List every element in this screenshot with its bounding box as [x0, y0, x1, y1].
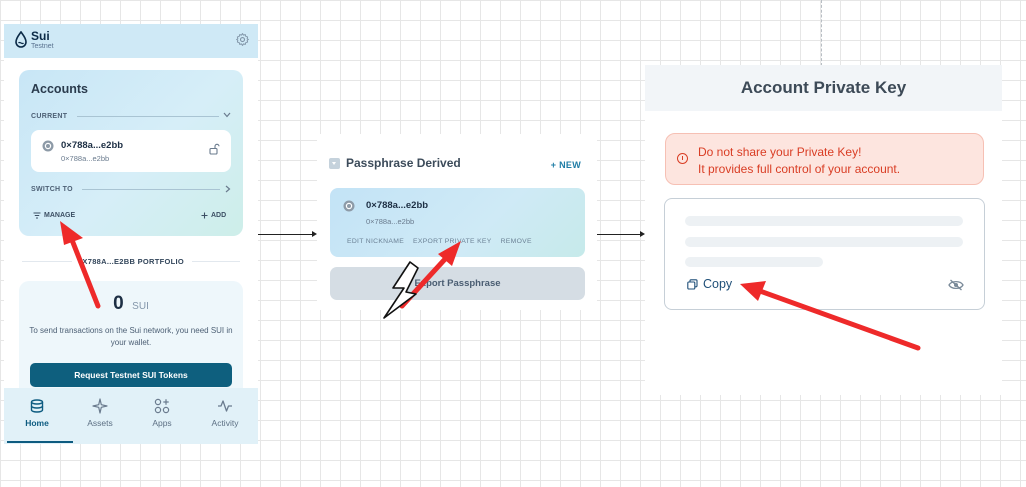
guide-line [821, 0, 822, 66]
accounts-title: Accounts [31, 82, 88, 96]
export-private-key-link[interactable]: EXPORT PRIVATE KEY [413, 238, 492, 245]
active-tab-indicator [7, 441, 73, 443]
account-address: 0×788a...e2bb [61, 140, 124, 151]
sparkle-icon [92, 398, 108, 414]
page-title: Account Private Key [740, 78, 907, 97]
collapse-toggle-icon[interactable] [329, 157, 340, 169]
eye-off-icon[interactable] [948, 279, 964, 291]
balance-value: 0 [113, 293, 124, 314]
nav-label: Apps [152, 418, 172, 428]
info-icon [677, 153, 688, 164]
balance-note: To send transactions on the Sui network,… [29, 326, 233, 347]
accounts-card: Accounts CURRENT 0×788a...e2bb 0×788a...… [19, 70, 243, 236]
manage-label: MANAGE [44, 212, 76, 219]
passphrase-title: Passphrase Derived [346, 156, 461, 170]
private-key-header: Account Private Key [645, 65, 1002, 111]
sui-drop-icon [15, 31, 27, 48]
warning-line1: Do not share your Private Key! [698, 145, 862, 159]
divider [22, 261, 72, 262]
nav-activity[interactable]: Activity [194, 398, 256, 428]
hidden-key-placeholder [685, 257, 823, 267]
nav-apps[interactable]: Apps [131, 398, 193, 428]
private-key-box: Copy [664, 198, 985, 310]
flow-connector [258, 234, 314, 235]
switch-to-label: SWITCH TO [31, 186, 73, 193]
edit-nickname-link[interactable]: EDIT NICKNAME [347, 238, 405, 245]
manage-button[interactable]: MANAGE [33, 212, 75, 219]
portfolio-label: 0X788A...E2BB PORTFOLIO [77, 257, 185, 266]
hidden-key-placeholder [685, 237, 963, 247]
add-account-button[interactable]: ADD [201, 212, 226, 219]
divider [82, 189, 220, 190]
nav-label: Assets [87, 418, 113, 428]
nav-label: Home [25, 418, 49, 428]
chevron-down-icon[interactable] [223, 112, 231, 118]
passphrase-account-card[interactable]: 0×788a...e2bb 0×788a...e2bb EDIT NICKNAM… [330, 188, 585, 257]
activity-icon [218, 400, 232, 412]
wallet-header: Sui Testnet [4, 24, 258, 58]
arrowhead-icon [312, 231, 317, 237]
export-passphrase-button[interactable]: Export Passphrase [330, 267, 585, 300]
warning-line2: It provides full control of your account… [698, 162, 901, 176]
copy-label: Copy [703, 277, 733, 291]
private-key-panel: Account Private Key Do not share your Pr… [645, 65, 1002, 395]
flow-connector [597, 234, 642, 235]
current-label: CURRENT [31, 113, 68, 120]
add-label: ADD [211, 212, 227, 219]
unlock-icon[interactable] [209, 143, 220, 155]
nav-label: Activity [211, 418, 239, 428]
new-account-button[interactable]: + NEW [550, 160, 581, 170]
account-address-sub: 0×788a...e2bb [61, 154, 110, 163]
divider [192, 261, 240, 262]
current-account-item[interactable]: 0×788a...e2bb 0×788a...e2bb [31, 130, 231, 172]
bottom-nav: Home Assets Apps Activity [4, 388, 258, 444]
chevron-right-icon[interactable] [225, 185, 231, 193]
warning-banner: Do not share your Private Key! It provid… [665, 133, 984, 185]
passphrase-panel: Passphrase Derived + NEW 0×788a...e2bb 0… [317, 134, 597, 310]
copy-icon [687, 278, 698, 290]
gear-icon[interactable] [235, 32, 250, 47]
network-label: Testnet [31, 43, 54, 50]
balance: 0 SUI [19, 293, 243, 315]
plus-icon [201, 212, 208, 219]
account-actions: EDIT NICKNAME EXPORT PRIVATE KEY REMOVE [347, 238, 532, 245]
account-avatar-icon [343, 200, 355, 212]
filter-icon [33, 212, 41, 219]
account-address: 0×788a...e2bb [366, 200, 429, 211]
arrowhead-icon [640, 231, 645, 237]
sui-logo: Sui Testnet [14, 30, 54, 50]
account-avatar-icon [42, 140, 54, 152]
wallet-panel: Sui Testnet Accounts CURRENT 0×788a...e2… [4, 24, 258, 444]
account-address-sub: 0×788a...e2bb [366, 217, 415, 226]
request-tokens-button[interactable]: Request Testnet SUI Tokens [30, 363, 232, 387]
hidden-key-placeholder [685, 216, 963, 226]
nav-home[interactable]: Home [6, 398, 68, 428]
nav-assets[interactable]: Assets [69, 398, 131, 428]
remove-link[interactable]: REMOVE [500, 238, 532, 245]
apps-grid-icon [154, 398, 170, 414]
coins-icon [30, 399, 44, 413]
divider [77, 116, 219, 117]
balance-unit: SUI [132, 301, 149, 312]
brand-name: Sui [31, 29, 50, 43]
copy-button[interactable]: Copy [687, 277, 732, 291]
passphrase-header[interactable]: Passphrase Derived [329, 156, 461, 170]
